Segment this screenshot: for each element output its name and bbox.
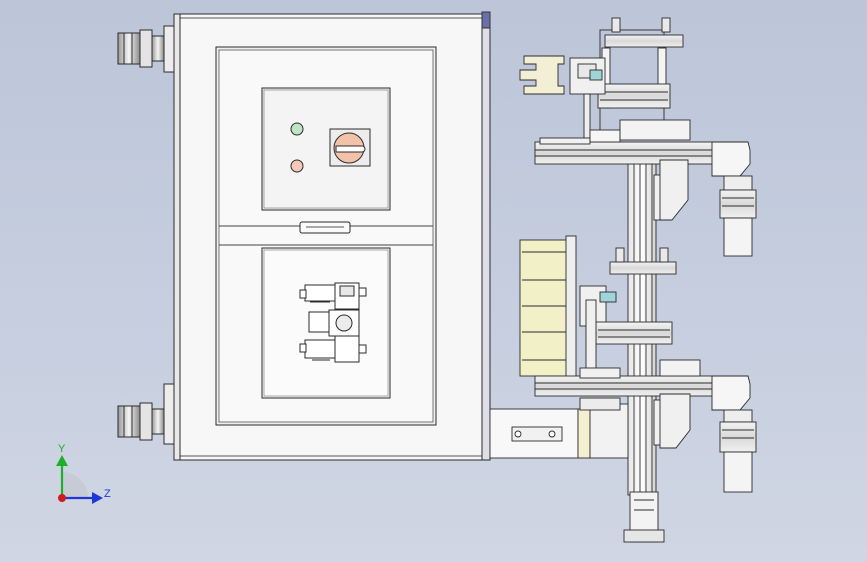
lower-servo-gearbox [711,375,751,411]
indicator-lamp-red [290,159,304,173]
upper-slide-cylinder [597,83,671,109]
x-axis-origin-icon [58,494,66,502]
lower-slide-cylinder [595,321,673,345]
z-axis-arrow-icon [92,492,103,504]
upper-gripper-jaws [519,55,565,95]
lower-servo-motor [723,451,753,493]
y-axis-arrow-icon [56,455,68,466]
upper-servo-motor [723,217,753,257]
leveling-foot-bottom [117,383,175,445]
vertical-linear-axis [627,144,657,496]
y-axis-label: Y [58,443,66,455]
leveling-foot-top [117,25,175,73]
air-filter-regulator [299,282,367,363]
material-module [519,239,573,377]
control-cabinet [173,11,491,461]
lower-horizontal-axis [534,375,716,397]
indicator-lamp-green [290,122,304,136]
z-axis-label: Z [104,488,111,500]
coordinate-triad: Y Z [56,443,111,504]
upper-servo-gearbox [711,141,751,177]
motor-cover [577,408,591,459]
mechanism-assembly [489,17,757,543]
